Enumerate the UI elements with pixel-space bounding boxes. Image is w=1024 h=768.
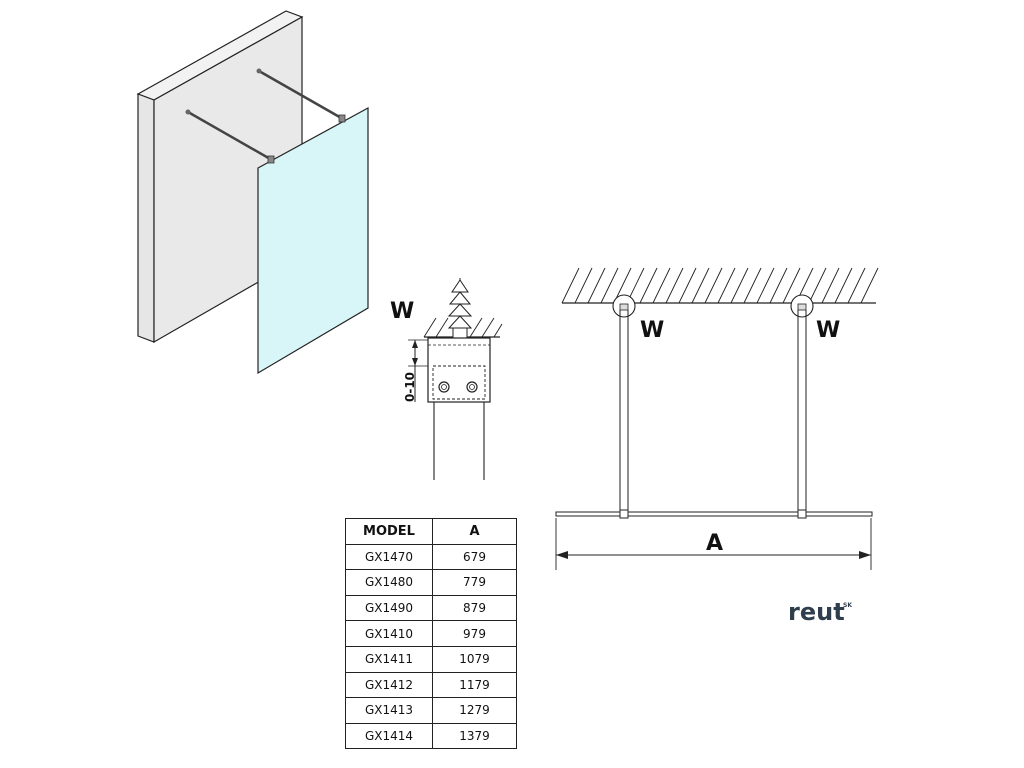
arm-wall-mount [256, 68, 262, 74]
dim-a-arrow-left [556, 551, 568, 559]
table-header-a: A [432, 518, 517, 545]
hatch-mark [665, 267, 684, 304]
dim-range-label: 0-10 [403, 372, 417, 402]
dimension-a-cell: 979 [432, 620, 517, 647]
clamp-screw-left-inner [441, 384, 447, 390]
hatch-mark [808, 267, 827, 304]
ceiling-hatch [561, 267, 879, 304]
brand-logo-suffix: SK [843, 602, 852, 609]
model-cell: GX1413 [345, 697, 433, 724]
model-cell: GX1480 [345, 569, 433, 596]
arm-wall-mount [185, 109, 191, 115]
detail-w-label: W [390, 299, 414, 324]
dim-arrow-mid [412, 358, 418, 366]
glass-panel [257, 106, 369, 375]
clamp-body [427, 337, 491, 403]
support-arm-front [187, 110, 273, 162]
clamp-screw-left [438, 381, 450, 393]
hatch-mark [834, 267, 853, 304]
dimension-a-cell: 779 [432, 569, 517, 596]
w-label-right: W [816, 318, 840, 343]
dim-arrow-up [412, 340, 418, 348]
model-cell: GX1414 [345, 722, 433, 750]
clamp-screw-right [466, 381, 478, 393]
dimension-a-cell: 679 [432, 543, 517, 571]
dimension-a-cell: 1379 [432, 722, 517, 750]
arm-clamp [338, 114, 346, 123]
hatch-mark [600, 267, 619, 304]
model-cell: GX1412 [345, 671, 433, 699]
support-mount-right [797, 303, 807, 311]
hatch-mark [821, 267, 840, 304]
hatch-mark [769, 267, 788, 304]
dim-a-arrow-right [859, 551, 871, 559]
support-arm-back [258, 69, 344, 121]
hatch-mark [691, 267, 710, 304]
arm-clamp [267, 155, 275, 164]
table-header-model: MODEL [345, 518, 433, 545]
detail-hatch [423, 317, 503, 338]
clamp-screw-right-inner [469, 384, 475, 390]
hatch-mark [574, 267, 593, 304]
model-cell: GX1411 [345, 645, 433, 673]
clamp-inner-dashed [432, 365, 486, 400]
dimension-a-cell: 1179 [432, 671, 517, 699]
hatch-mark [639, 267, 658, 304]
hatch-mark [730, 267, 749, 304]
glass-top-edge [555, 511, 873, 517]
hatch-mark [652, 267, 671, 304]
dim-a-label: A [706, 531, 723, 556]
model-cell: GX1470 [345, 543, 433, 571]
brand-logo: reut [788, 598, 845, 626]
dimension-a-cell: 1279 [432, 697, 517, 724]
hatch-mark [756, 267, 775, 304]
model-cell: GX1490 [345, 594, 433, 622]
hatch-mark [717, 267, 736, 304]
clamp-right [797, 509, 807, 519]
model-cell: GX1410 [345, 620, 433, 647]
w-label-left: W [640, 318, 664, 343]
dimension-a-cell: 879 [432, 594, 517, 622]
hatch-mark [782, 267, 801, 304]
hatch-mark [678, 267, 697, 304]
table-header-row: MODEL A [345, 518, 517, 545]
clamp-left [619, 509, 629, 519]
hatch-mark [561, 267, 580, 304]
hatch-mark [587, 267, 606, 304]
support-mount-left [619, 303, 629, 311]
hatch-mark [743, 267, 762, 304]
dimension-a-cell: 1079 [432, 645, 517, 673]
hatch-mark [704, 267, 723, 304]
hatch-mark [847, 267, 866, 304]
hatch-mark [860, 267, 879, 304]
